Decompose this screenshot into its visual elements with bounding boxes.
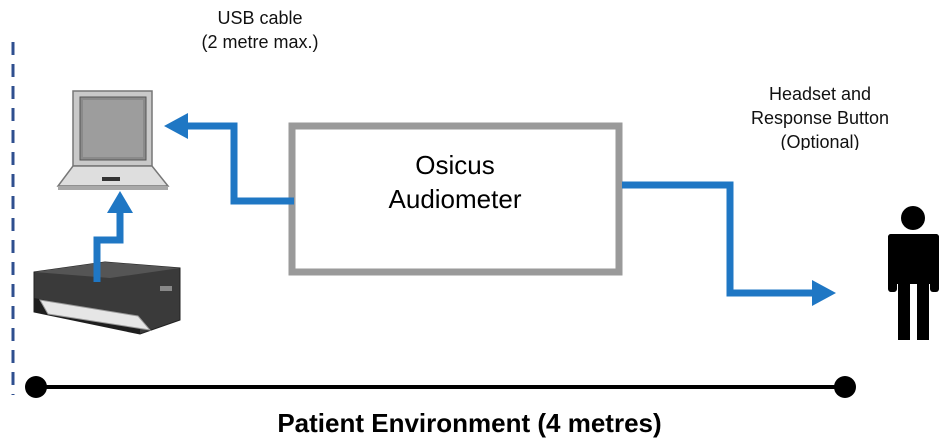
audiometer-label-line1: Osicus bbox=[415, 150, 495, 180]
usb-cable-label-line2: (2 metre max.) bbox=[201, 32, 319, 52]
patient-environment-label: Patient Environment (4 metres) bbox=[277, 408, 662, 438]
headset-label-line1: Headset and bbox=[768, 84, 872, 104]
printer-icon bbox=[33, 261, 181, 335]
headset-label-line3: (Optional) bbox=[780, 132, 860, 150]
audiometer-label-line2: Audiometer bbox=[388, 184, 522, 214]
arrow-printer-to-laptop bbox=[93, 191, 133, 282]
headset-label: Headset and Response Button (Optional) bbox=[720, 82, 920, 150]
arrow-audiometer-to-laptop bbox=[164, 113, 294, 205]
usb-cable-label-line1: USB cable bbox=[217, 8, 303, 28]
audiometer-label: Osicus Audiometer bbox=[300, 148, 610, 216]
headset-label-line2: Response Button bbox=[750, 108, 890, 128]
arrow-audiometer-to-person bbox=[622, 181, 836, 306]
person-icon bbox=[888, 206, 939, 340]
environment-span-line bbox=[25, 376, 856, 398]
laptop-icon bbox=[56, 90, 170, 190]
audiometer-box bbox=[288, 122, 623, 276]
usb-cable-label: USB cable (2 metre max.) bbox=[170, 6, 350, 54]
